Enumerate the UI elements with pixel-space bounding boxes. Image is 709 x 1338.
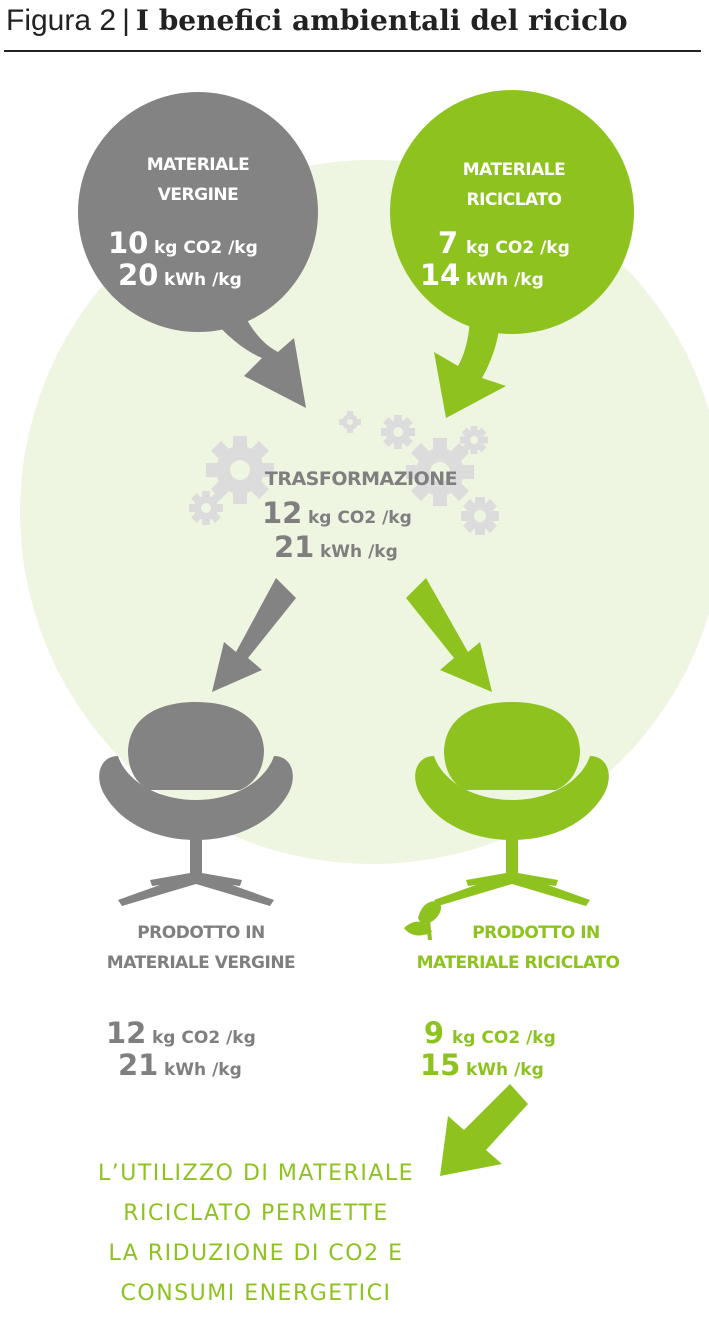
leaf-icon	[404, 901, 442, 940]
title-rule	[4, 50, 701, 52]
arrow-to-virgin-product	[212, 578, 296, 692]
figure-title: Figura 2|I benefici ambientali del ricic…	[6, 4, 698, 50]
arrow-to-conclusion	[440, 1084, 528, 1176]
title-separator: |	[122, 4, 130, 37]
recycled-material-bubble	[390, 90, 634, 418]
virgin-chair-icon	[99, 702, 293, 906]
gears-icon	[189, 411, 499, 535]
conclusion-text: L’UTILIZZO DI MATERIALE RICICLATO PERMET…	[97, 1161, 415, 1306]
background-circle	[20, 160, 709, 864]
recycled-chair-icon	[415, 702, 609, 906]
recycled-product-label: PRODOTTO IN MATERIALE RICICLATO	[416, 923, 620, 973]
virgin-product-label: PRODOTTO IN MATERIALE VERGINE	[106, 923, 296, 973]
transformation-label: TRASFORMAZIONE	[264, 468, 458, 490]
virgin-material-bubble	[78, 92, 318, 408]
recycled-material-label: MATERIALE RICICLATO	[462, 160, 566, 210]
figure-heading: I benefici ambientali del riciclo	[135, 4, 628, 37]
figure-number: Figura 2	[6, 4, 117, 37]
virgin-material-label: MATERIALE VERGINE	[146, 155, 250, 205]
arrow-to-recycled-product	[406, 578, 492, 692]
